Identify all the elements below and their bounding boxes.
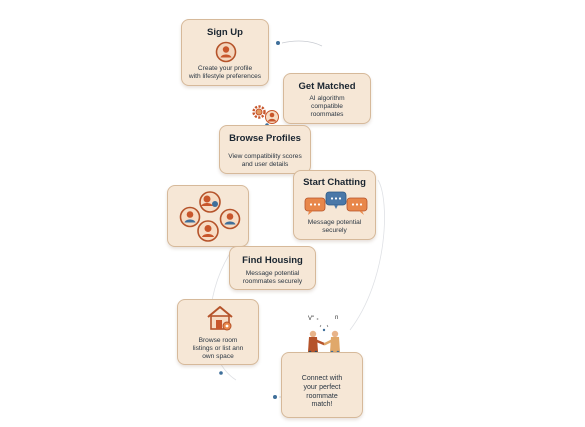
step-desc-sign-up: Create your profile with lifestyle prefe… bbox=[184, 65, 266, 81]
user-avatar-right-icon bbox=[219, 208, 241, 230]
desc-line: Browse room bbox=[198, 337, 238, 344]
step-desc-browse-profiles: View compatibility scores and user detai… bbox=[222, 153, 308, 169]
desc-line: compatible bbox=[311, 103, 343, 111]
step-title-find-housing: Find Housing bbox=[242, 255, 303, 266]
chat-bubble-left-icon bbox=[304, 197, 326, 215]
step-title-get-matched: Get Matched bbox=[298, 81, 356, 92]
step-card-connect: Connect with your perfect roommate match… bbox=[281, 352, 363, 418]
step-desc-browse-listings: Browse room listings or list ann own spa… bbox=[180, 337, 256, 362]
connector-line-top bbox=[281, 40, 323, 47]
step-desc-start-chatting: Message potential securely bbox=[296, 219, 373, 235]
step-card-user-group bbox=[167, 185, 249, 247]
desc-line: Message potential bbox=[245, 270, 300, 277]
house-icon bbox=[207, 306, 233, 331]
chat-bubble-middle-icon bbox=[325, 191, 347, 209]
step-title-sign-up: Sign Up bbox=[207, 27, 243, 38]
step-card-browse-listings: Browse room listings or list ann own spa… bbox=[177, 299, 259, 365]
desc-line: Create your profile bbox=[197, 65, 253, 72]
desc-line: securely bbox=[322, 227, 347, 235]
doodle-text-right: n bbox=[335, 315, 339, 321]
step-desc-find-housing: Message potential roommates securely bbox=[232, 270, 313, 286]
user-profile-icon bbox=[215, 41, 237, 63]
desc-line: your perfect bbox=[303, 383, 341, 391]
step-card-start-chatting: Start Chatting Message potential securel… bbox=[293, 170, 376, 240]
gears-user-icon bbox=[252, 105, 279, 127]
connector-dot-left bbox=[219, 371, 223, 375]
desc-line: listings or list ann bbox=[192, 345, 244, 353]
step-card-browse-profiles: Browse Profiles View compatibility score… bbox=[219, 125, 311, 174]
step-title-browse-profiles: Browse Profiles bbox=[229, 133, 301, 144]
chat-bubble-right-icon bbox=[346, 197, 368, 215]
desc-line: roommates bbox=[310, 111, 344, 119]
desc-line: with lifestyle preferences bbox=[188, 73, 262, 81]
desc-line: and user details bbox=[241, 161, 289, 169]
step-desc-get-matched: AI algorithm compatible roommates bbox=[286, 95, 368, 120]
user-avatar-left-icon bbox=[179, 206, 201, 228]
desc-line: AI algorithm bbox=[309, 95, 345, 102]
doodle-text-left: V'' ₊ bbox=[308, 316, 320, 322]
user-avatar-bottom-icon bbox=[197, 220, 219, 242]
desc-line: Message potential bbox=[307, 219, 362, 226]
desc-line: match! bbox=[311, 401, 333, 409]
desc-line: roommates securely bbox=[242, 278, 303, 286]
step-card-find-housing: Find Housing Message potential roommates… bbox=[229, 246, 316, 290]
desc-line: Connect with bbox=[301, 375, 343, 382]
step-desc-connect: Connect with your perfect roommate match… bbox=[284, 375, 360, 410]
connector-dot-bottom bbox=[273, 395, 277, 399]
sparkle-icon bbox=[319, 324, 329, 332]
user-avatar-top-icon bbox=[199, 191, 221, 213]
desc-line: roommate bbox=[306, 392, 338, 400]
connector-dot-top bbox=[276, 41, 280, 45]
chat-bubbles-icon bbox=[304, 191, 368, 215]
desc-line: own space bbox=[202, 353, 234, 361]
step-title-start-chatting: Start Chatting bbox=[303, 177, 366, 188]
user-group-icon bbox=[179, 191, 241, 242]
step-card-sign-up: Sign Up Create your profile with lifesty… bbox=[181, 19, 269, 86]
step-card-get-matched: Get Matched AI algorithm compatible room… bbox=[283, 73, 371, 124]
gear-icon bbox=[252, 105, 266, 119]
desc-line: View compatibility scores bbox=[228, 153, 302, 160]
